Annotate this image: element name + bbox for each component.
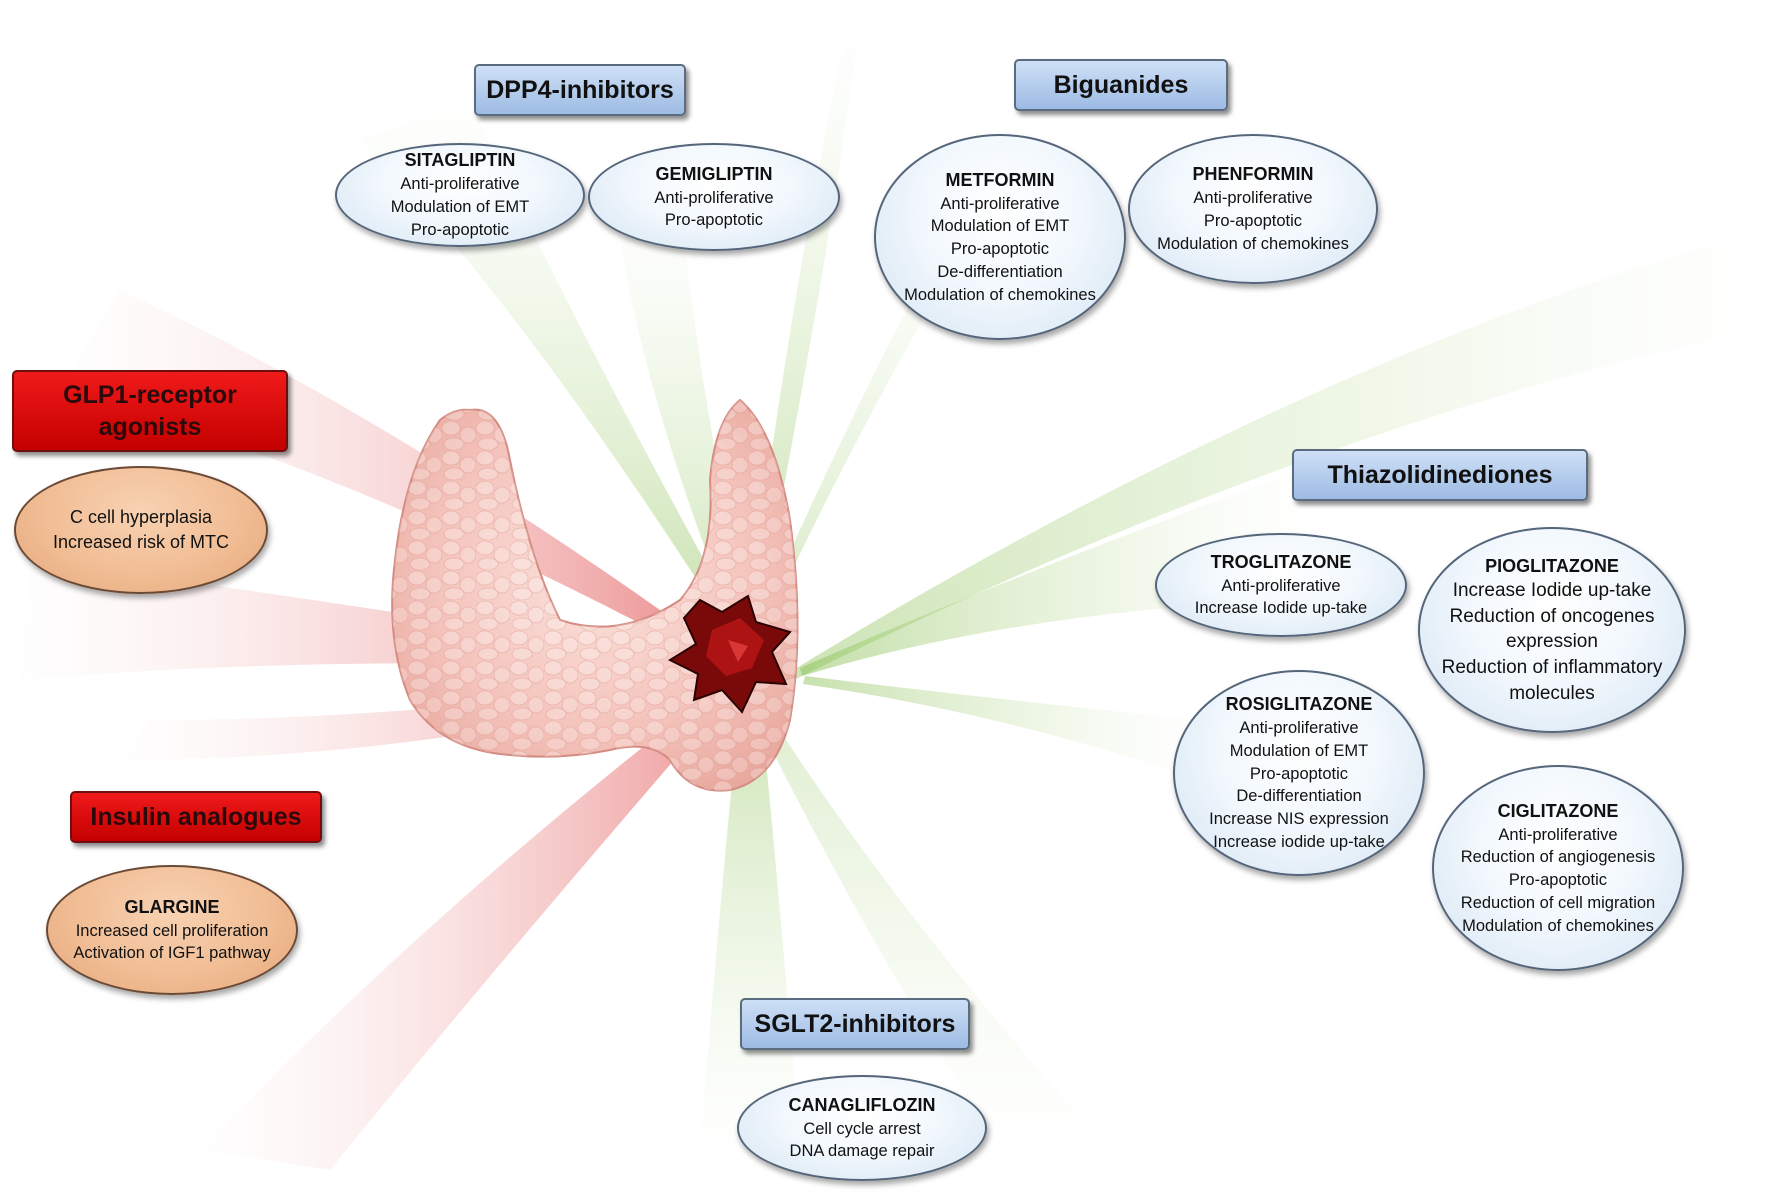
- drug-effect: C cell hyperplasia: [69, 507, 213, 528]
- tumor-mass: [667, 594, 792, 714]
- drug-phenformin: PHENFORMIN Anti-proliferative Pro-apopto…: [1128, 134, 1378, 284]
- drug-name: SITAGLIPTIN: [404, 150, 516, 171]
- group-label: Biguanides: [1053, 70, 1189, 99]
- drug-effect: Anti-proliferative: [1498, 825, 1618, 844]
- drug-effect: Increase NIS expression: [1209, 810, 1389, 829]
- drug-effect: De-differentiation: [937, 262, 1063, 281]
- group-label: Insulin analogues: [90, 802, 302, 831]
- drug-effect: Pro-apoptotic: [1249, 764, 1349, 783]
- drug-effect: Reduction of angiogenesis: [1460, 848, 1656, 867]
- drug-effect: Modulation of chemokines: [1462, 916, 1654, 935]
- drug-effect: Modulation of EMT: [1229, 741, 1369, 760]
- drug-effect: Modulation of chemokines: [904, 285, 1096, 304]
- group-glp1-receptor-agonists: GLP1-receptor agonists: [12, 370, 288, 452]
- drug-name: TROGLITAZONE: [1210, 551, 1352, 572]
- drug-effect: Anti-proliferative: [400, 175, 520, 194]
- drug-name: CIGLITAZONE: [1497, 800, 1619, 821]
- drug-effect: Increase Iodide up-take: [1194, 599, 1368, 618]
- drug-effect: Pro-apoptotic: [410, 220, 510, 239]
- drug-effect: Reduction of oncogenes: [1449, 605, 1655, 627]
- drug-effect: Pro-apoptotic: [1203, 212, 1303, 231]
- group-dpp4-inhibitors: DPP4-inhibitors: [474, 64, 686, 116]
- group-label-line1: GLP1-receptor: [63, 380, 237, 409]
- drug-sitagliptin: SITAGLIPTIN Anti-proliferative Modulatio…: [335, 143, 585, 247]
- group-sglt2-inhibitors: SGLT2-inhibitors: [740, 998, 970, 1050]
- drug-rosiglitazone: ROSIGLITAZONE Anti-proliferative Modulat…: [1173, 670, 1425, 876]
- drug-gemigliptin: GEMIGLIPTIN Anti-proliferative Pro-apopt…: [588, 143, 840, 251]
- drug-effect: DNA damage repair: [789, 1142, 935, 1161]
- drug-effect: Modulation of EMT: [930, 217, 1070, 236]
- group-thiazolidinediones: Thiazolidinediones: [1292, 449, 1588, 501]
- drug-pioglitazone: PIOGLITAZONE Increase Iodide up-take Red…: [1418, 527, 1686, 733]
- drug-name: PHENFORMIN: [1192, 164, 1314, 185]
- drug-effect: Anti-proliferative: [1239, 719, 1359, 738]
- drug-effect: Increased cell proliferation: [75, 921, 269, 940]
- drug-name: PIOGLITAZONE: [1485, 555, 1619, 576]
- drug-effect: Anti-proliferative: [1221, 576, 1341, 595]
- group-label-line2: agonists: [98, 413, 202, 441]
- drug-effect: Activation of IGF1 pathway: [73, 944, 271, 963]
- group-label: SGLT2-inhibitors: [754, 1009, 956, 1038]
- drug-name: GEMIGLIPTIN: [655, 163, 773, 184]
- drug-effect: Increase Iodide up-take: [1452, 580, 1652, 602]
- drug-effect: Increase iodide up-take: [1213, 832, 1385, 851]
- drug-effect: Anti-proliferative: [654, 188, 774, 207]
- drug-name: METFORMIN: [945, 169, 1055, 190]
- drug-name: CANAGLIFLOZIN: [788, 1094, 936, 1115]
- drug-effect: expression: [1506, 631, 1598, 653]
- drug-effect: Anti-proliferative: [940, 194, 1060, 213]
- drug-effect: De-differentiation: [1236, 787, 1362, 806]
- group-label: Thiazolidinediones: [1327, 460, 1553, 489]
- drug-name: GLARGINE: [124, 896, 220, 917]
- drug-effect: Increased risk of MTC: [52, 532, 230, 552]
- drug-canagliflozin: CANAGLIFLOZIN Cell cycle arrest DNA dama…: [737, 1075, 987, 1181]
- drug-effect: Reduction of cell migration: [1460, 893, 1656, 912]
- drug-effect: Pro-apoptotic: [1508, 871, 1608, 890]
- drug-glargine: GLARGINE Increased cell proliferation Ac…: [46, 865, 298, 995]
- drug-effect: molecules: [1509, 682, 1595, 704]
- drug-effect: Cell cycle arrest: [803, 1119, 921, 1138]
- drug-effect: Anti-proliferative: [1193, 189, 1313, 208]
- drug-effect: Pro-apoptotic: [950, 240, 1050, 259]
- group-insulin-analogues: Insulin analogues: [70, 791, 322, 843]
- group-label: DPP4-inhibitors: [486, 75, 674, 104]
- drug-effect: Modulation of chemokines: [1157, 234, 1349, 253]
- group-biguanides: Biguanides: [1014, 59, 1228, 111]
- drug-name: ROSIGLITAZONE: [1225, 694, 1373, 715]
- drug-metformin: METFORMIN Anti-proliferative Modulation …: [874, 134, 1126, 340]
- drug-ciglitazone: CIGLITAZONE Anti-proliferative Reduction…: [1432, 765, 1684, 971]
- drug-effect: Pro-apoptotic: [664, 211, 764, 230]
- drug-troglitazone: TROGLITAZONE Anti-proliferative Increase…: [1155, 533, 1407, 637]
- drug-effect: Reduction of inflammatory: [1441, 656, 1663, 678]
- glp1-effects: C cell hyperplasia Increased risk of MTC: [14, 466, 268, 594]
- drug-effect: Modulation of EMT: [390, 198, 530, 217]
